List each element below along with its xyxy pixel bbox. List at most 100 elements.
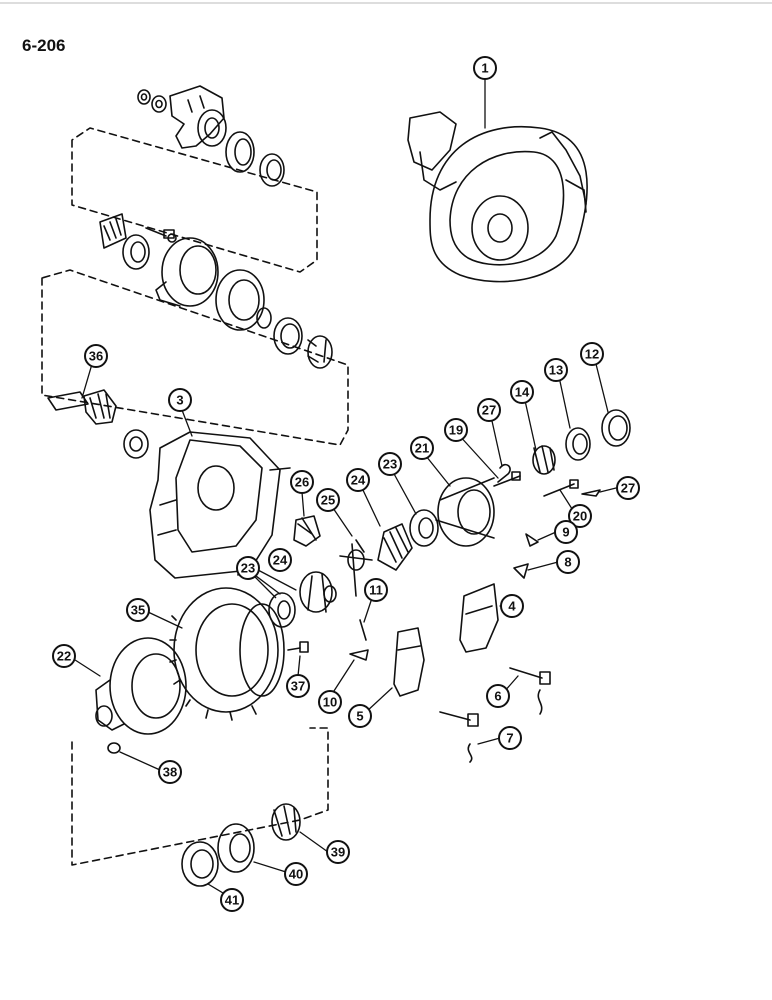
slinger-ring xyxy=(259,153,285,187)
svg-text:3: 3 xyxy=(176,393,183,408)
drive-pinion xyxy=(47,389,117,425)
callout-4: 4 xyxy=(500,594,524,618)
callout-11: 11 xyxy=(364,578,388,602)
callout-14: 14 xyxy=(510,380,534,404)
svg-text:7: 7 xyxy=(506,731,513,746)
shim-pack xyxy=(215,269,265,331)
callout-22: 22 xyxy=(52,644,76,668)
svg-text:26: 26 xyxy=(295,475,309,490)
callout-40: 40 xyxy=(284,862,308,886)
svg-text:22: 22 xyxy=(57,649,71,664)
thrust-washer-left xyxy=(268,592,296,628)
callout-19: 19 xyxy=(444,418,468,442)
callout-23: 23 xyxy=(378,452,402,476)
callout-5: 5 xyxy=(348,704,372,728)
svg-text:11: 11 xyxy=(369,583,383,598)
callout-27b: 27 xyxy=(616,476,640,500)
callout-25: 25 xyxy=(316,488,340,512)
differential-case-half xyxy=(435,477,495,547)
adjuster-ring xyxy=(601,409,631,447)
callout-41: 41 xyxy=(220,888,244,912)
bearing-cone-side xyxy=(532,445,556,475)
case-bolt-upper xyxy=(493,471,521,487)
callout-13: 13 xyxy=(544,358,568,382)
washer-small-2 xyxy=(151,95,167,113)
callout-8: 8 xyxy=(556,550,580,574)
spider-cross xyxy=(339,539,373,597)
callout-27: 27 xyxy=(477,398,501,422)
side-gear-left xyxy=(299,571,337,613)
dashed-outline-lower xyxy=(71,727,329,866)
callout-7: 7 xyxy=(498,726,522,750)
nut-38 xyxy=(107,742,121,754)
svg-text:4: 4 xyxy=(508,599,516,614)
bearing-cap-upper xyxy=(459,583,499,653)
thrust-washer-right xyxy=(409,509,439,547)
callout-36: 36 xyxy=(84,344,108,368)
svg-text:8: 8 xyxy=(564,555,571,570)
adjuster-ring-41 xyxy=(181,841,219,887)
lock-wire-7a xyxy=(537,689,543,715)
pinion-pilot-bearing xyxy=(123,429,149,459)
cap-bolt-upper xyxy=(509,667,551,685)
callout-9: 9 xyxy=(554,520,578,544)
bearing-cup-upper xyxy=(122,234,150,270)
svg-text:10: 10 xyxy=(323,695,337,710)
callout-1: 1 xyxy=(473,56,497,80)
callout-6: 6 xyxy=(486,684,510,708)
svg-text:9: 9 xyxy=(562,525,569,540)
cotter-pin-9 xyxy=(525,533,539,547)
svg-text:36: 36 xyxy=(89,349,103,364)
cotter-pin-upper xyxy=(497,463,511,483)
svg-text:25: 25 xyxy=(321,493,335,508)
yoke-flange xyxy=(169,85,227,149)
svg-text:24: 24 xyxy=(273,553,288,568)
leader-lines xyxy=(71,77,617,897)
callout-20: 20 xyxy=(568,504,592,528)
page-number: 6-206 xyxy=(22,36,66,55)
dashed-outline-upper xyxy=(71,127,318,273)
cap-screw-upper xyxy=(145,227,175,239)
svg-text:1: 1 xyxy=(481,61,488,76)
svg-text:41: 41 xyxy=(225,893,239,908)
svg-text:5: 5 xyxy=(356,709,363,724)
callout-bubbles: 1 36 3 26 25 24 23 21 19 27 14 13 12 27 … xyxy=(52,56,640,912)
callout-24: 24 xyxy=(346,468,370,492)
carrier-assembly xyxy=(407,111,588,283)
bearing-cup-side xyxy=(565,427,591,461)
lock-washer-upper xyxy=(167,233,177,243)
cap-bolt-lower xyxy=(439,711,479,727)
lock-8 xyxy=(513,563,529,579)
callout-24-lower-fix: 24 xyxy=(268,548,292,572)
svg-text:13: 13 xyxy=(549,363,563,378)
svg-text:27: 27 xyxy=(482,403,496,418)
svg-text:6: 6 xyxy=(494,689,501,704)
pinion-cage xyxy=(155,237,219,307)
callout-38: 38 xyxy=(158,760,182,784)
bearing-cup-pinion xyxy=(273,317,303,355)
dashed-outline-pinion xyxy=(41,269,349,446)
seal-ring xyxy=(225,131,255,173)
washer-small-1 xyxy=(137,89,151,105)
svg-text:14: 14 xyxy=(515,385,530,400)
svg-text:23: 23 xyxy=(241,561,255,576)
spacer-ring xyxy=(256,307,272,329)
callout-10: 10 xyxy=(318,690,342,714)
svg-text:39: 39 xyxy=(331,845,345,860)
svg-text:20: 20 xyxy=(573,509,587,524)
callout-12: 12 xyxy=(580,342,604,366)
callout-21: 21 xyxy=(410,436,434,460)
callout-3: 3 xyxy=(168,388,192,412)
svg-text:12: 12 xyxy=(585,347,599,362)
bearing-cup-40 xyxy=(217,823,255,873)
lock-bolt xyxy=(543,479,579,497)
side-gear-right xyxy=(377,523,413,571)
lock-wire-7b xyxy=(467,743,473,763)
cotter-pin-right xyxy=(581,489,601,497)
svg-text:24: 24 xyxy=(351,473,366,488)
svg-text:19: 19 xyxy=(449,423,463,438)
callout-35: 35 xyxy=(126,598,150,622)
svg-text:23: 23 xyxy=(383,457,397,472)
bearing-cap-lower xyxy=(393,627,425,697)
